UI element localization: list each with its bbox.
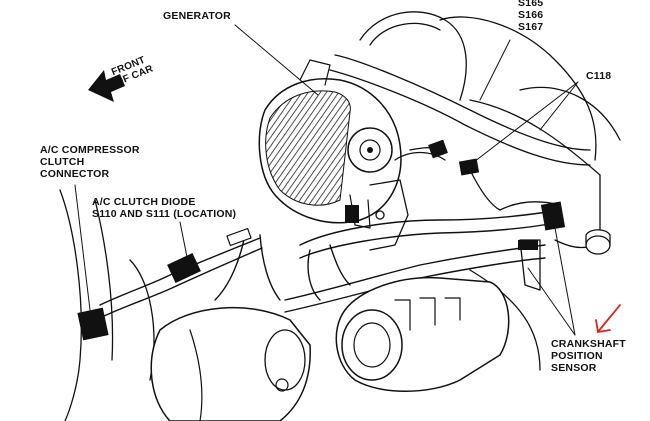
starter-motor	[150, 306, 311, 421]
label-splice-s167: S167	[518, 21, 544, 33]
label-crankshaft-line2: POSITION	[551, 350, 603, 362]
label-crankshaft-line3: SENSOR	[551, 362, 597, 374]
leader-lines	[74, 24, 579, 336]
label-splices: S165 S166 S167	[518, 0, 543, 33]
label-c118: C118	[586, 70, 612, 82]
oil-filter	[335, 276, 510, 392]
label-ac-clutch-diode-line1: A/C CLUTCH DIODE	[92, 196, 196, 208]
upper-hose	[329, 54, 591, 166]
label-splice-s165: S165	[518, 0, 544, 9]
label-ac-compressor-line1: A/C COMPRESSOR	[40, 144, 140, 156]
generator-bracket	[369, 151, 446, 251]
label-generator: GENERATOR	[163, 10, 231, 22]
label-ac-clutch-diode-line2: S110 AND S111 (LOCATION)	[92, 208, 237, 220]
label-ac-clutch-diode: A/C CLUTCH DIODE S110 AND S111 (LOCATION…	[92, 196, 236, 220]
front-arrow-icon	[88, 70, 125, 102]
c118-connectors	[409, 139, 501, 211]
label-crankshaft-position-sensor: CRANKSHAFT POSITION SENSOR	[551, 338, 626, 374]
ac-clutch-diode-wiring	[99, 227, 263, 319]
generator	[258, 59, 402, 229]
label-splice-s166: S166	[518, 9, 544, 21]
annotation-check-mark	[595, 304, 621, 334]
crankshaft-sensor-assembly	[499, 201, 611, 291]
label-crankshaft-line1: CRANKSHAFT	[551, 338, 626, 350]
engine-block	[359, 11, 621, 371]
label-ac-compressor-connector: A/C COMPRESSOR CLUTCH CONNECTOR	[40, 144, 140, 180]
ac-compressor-connector	[59, 189, 155, 421]
label-ac-compressor-line2: CLUTCH	[40, 156, 85, 168]
label-ac-compressor-line3: CONNECTOR	[40, 168, 110, 180]
